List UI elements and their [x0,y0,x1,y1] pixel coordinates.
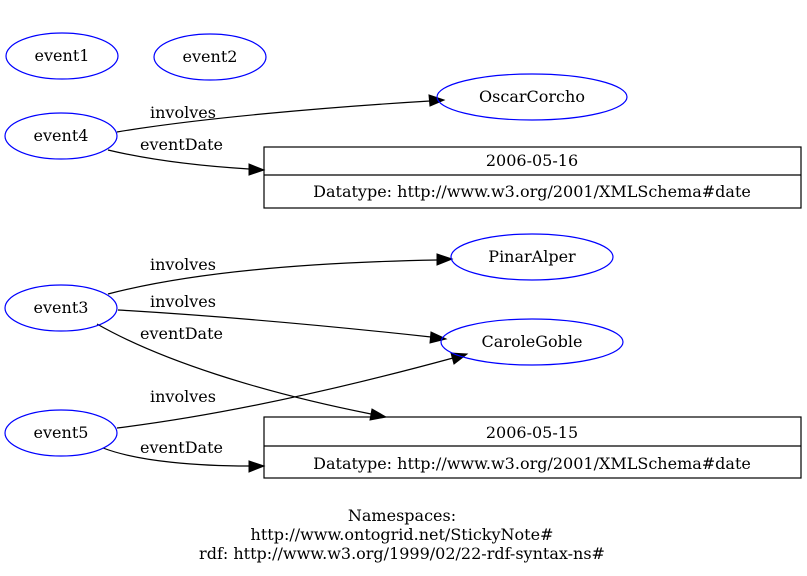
node-label: event5 [34,423,89,442]
node-ellipse [436,73,628,121]
literal-date-2006-05-15[interactable]: 2006-05-15 Datatype: http://www.w3.org/2… [263,416,802,479]
node-pinaralper[interactable]: PinarAlper [450,233,614,281]
arrowhead [436,253,454,266]
node-event4[interactable]: event4 [4,112,118,160]
node-ellipse [153,33,267,81]
node-event2[interactable]: event2 [153,33,267,81]
edge-event5-eventdate-date2: eventDate [102,438,266,473]
node-label: PinarAlper [488,247,576,266]
node-label: CaroleGoble [482,332,583,351]
node-label: OscarCorcho [479,87,585,106]
edge-line [107,149,250,170]
literal-value: 2006-05-15 [486,423,578,442]
edge-label-involves: involves [150,292,216,311]
arrowhead [429,331,448,344]
node-ellipse [4,112,118,160]
edge-line [117,309,432,338]
namespaces-title: Namespaces: [348,506,456,525]
edge-line [107,259,438,295]
literal-value: 2006-05-16 [486,151,578,170]
edge-event5-involves-carolegoble: involves [116,352,469,429]
node-event5[interactable]: event5 [4,409,118,457]
edge-line [102,447,250,467]
edge-event4-eventdate-date1: eventDate [107,135,266,176]
node-carolegoble[interactable]: CaroleGoble [440,318,624,366]
namespace-line: rdf: http://www.w3.org/1999/02/22-rdf-sy… [199,544,605,563]
literal-box [263,416,802,479]
node-event3[interactable]: event3 [4,284,118,332]
edge-label-involves: involves [150,387,216,406]
edge-line [116,357,454,429]
edge-event4-involves-oscarcorcho: involves [116,94,446,133]
edge-event3-involves-carolegoble: involves [117,292,448,344]
node-ellipse [4,284,118,332]
namespace-line: http://www.ontogrid.net/StickyNote# [251,525,554,544]
literal-date-2006-05-16[interactable]: 2006-05-16 Datatype: http://www.w3.org/2… [263,146,802,209]
node-label: event3 [34,298,89,317]
edge-line [96,323,372,415]
node-ellipse [440,318,624,366]
arrowhead [248,460,266,473]
node-event1[interactable]: event1 [5,32,119,80]
node-label: event4 [34,126,89,145]
node-ellipse [4,409,118,457]
literal-datatype: Datatype: http://www.w3.org/2001/XMLSche… [313,454,751,473]
namespaces-legend: Namespaces: http://www.ontogrid.net/Stic… [199,506,605,563]
arrowhead [369,408,388,421]
arrowhead [450,352,469,365]
node-ellipse [5,32,119,80]
edge-label-eventdate: eventDate [140,324,223,343]
edge-line [116,100,431,133]
edge-label-involves: involves [150,103,216,122]
edge-label-eventdate: eventDate [140,438,223,457]
literal-datatype: Datatype: http://www.w3.org/2001/XMLSche… [313,182,751,201]
edge-label-involves: involves [150,255,216,274]
edge-label-eventdate: eventDate [140,135,223,154]
node-label: event1 [35,46,90,65]
node-label: event2 [183,47,238,66]
literal-box [263,146,802,209]
edge-event3-involves-pinaralper: involves [107,253,454,295]
edge-event3-eventdate-date2: eventDate [96,323,388,421]
node-oscarcorcho[interactable]: OscarCorcho [436,73,628,121]
node-ellipse [450,233,614,281]
arrowhead [248,163,266,176]
